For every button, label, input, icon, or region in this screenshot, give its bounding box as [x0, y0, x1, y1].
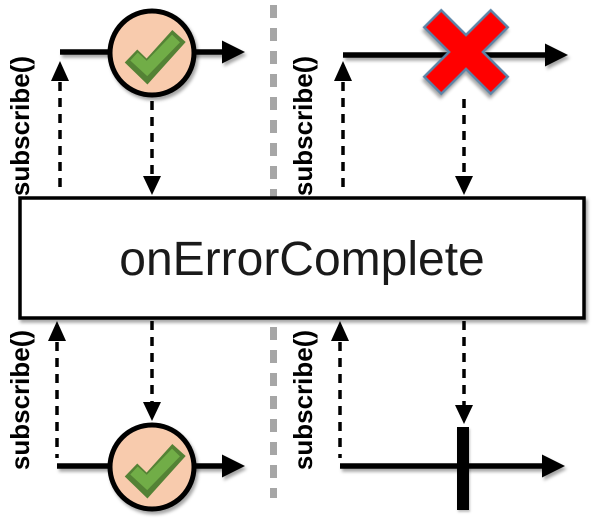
subscribe-label-bottom-right: subscribe() — [288, 330, 318, 470]
error-cross-shape — [422, 8, 510, 96]
operator-box: onErrorComplete — [18, 196, 586, 320]
subscribe-label-top-left: subscribe() — [5, 56, 35, 196]
complete-marble-icon — [107, 8, 197, 98]
complete-marble-icon — [107, 422, 197, 512]
timeline-arrowhead-icon — [222, 40, 245, 64]
arrow-down-icon — [455, 405, 473, 424]
arrow-down-icon — [143, 402, 161, 421]
error-cross-icon — [422, 8, 510, 96]
top-right-source-stream: subscribe() — [288, 8, 568, 196]
arrow-up-icon — [51, 61, 69, 81]
operator-label: onErrorComplete — [119, 233, 484, 286]
check-fill — [130, 34, 180, 77]
bottom-right-output-stream: subscribe() — [288, 321, 565, 510]
arrow-down-icon — [455, 176, 473, 195]
arrow-up-icon — [48, 321, 66, 341]
complete-bar-icon — [457, 427, 469, 510]
check-fill — [130, 448, 180, 491]
check-icon — [124, 443, 186, 499]
timeline-arrowhead-icon — [545, 43, 568, 67]
timeline-arrowhead-icon — [542, 454, 565, 478]
arrow-up-icon — [334, 61, 352, 81]
top-left-source-stream: subscribe() — [5, 8, 245, 196]
operator-box-rect — [18, 196, 586, 320]
arrow-up-icon — [331, 321, 349, 341]
bottom-left-output-stream: subscribe() — [5, 321, 245, 512]
arrow-down-icon — [143, 176, 161, 195]
subscribe-label-bottom-left: subscribe() — [5, 330, 35, 470]
check-icon — [124, 29, 186, 85]
subscribe-label-top-right: subscribe() — [288, 56, 318, 196]
timeline-arrowhead-icon — [222, 454, 245, 478]
timeline-bottom-right — [340, 454, 565, 478]
